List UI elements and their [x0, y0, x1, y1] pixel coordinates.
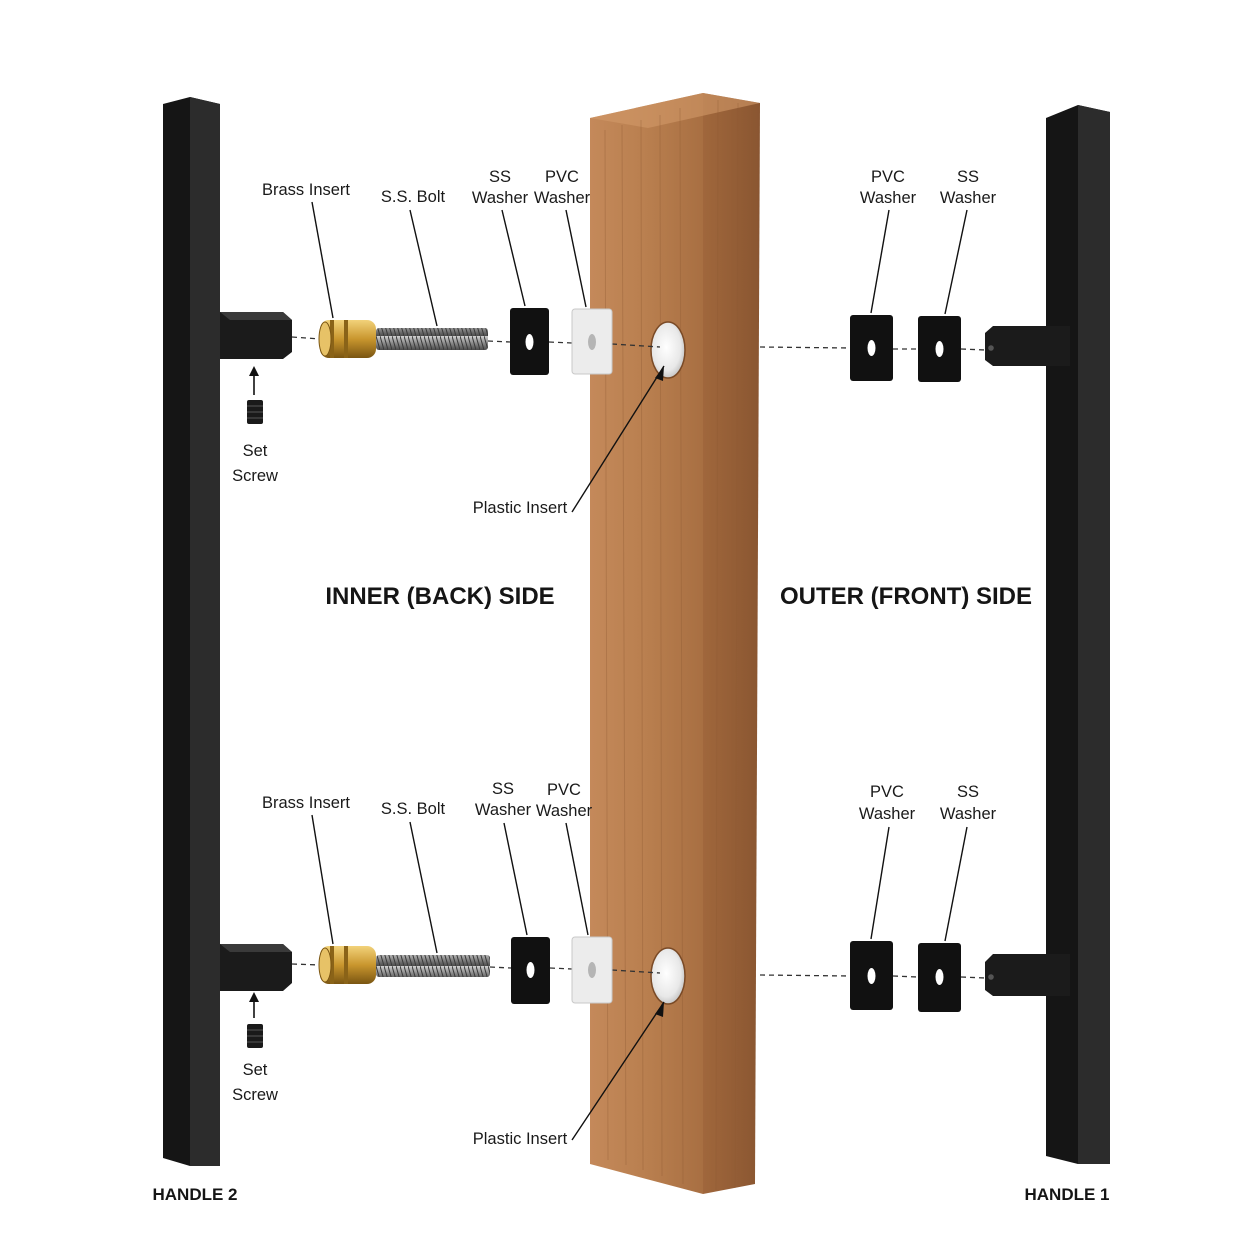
lower-outer-ss-washer-label-2: Washer [940, 805, 997, 823]
lower-handle-standoff [220, 944, 292, 991]
upper-inner-pvc-washer-hole [588, 334, 596, 350]
upper-outer-pvc-washer-label-2: Washer [860, 189, 917, 207]
handle-2-label: HANDLE 2 [152, 1185, 237, 1204]
upper-inner-pvc-washer-label-2: Washer [534, 189, 591, 207]
upper-handle-standoff [220, 312, 292, 359]
lower-set-screw-label-2: Screw [232, 1086, 278, 1104]
upper-brass-insert-label: Brass Insert [262, 181, 350, 199]
lower-inner-pvc-washer-label-1: PVC [547, 781, 581, 799]
upper-inner-pvc-washer-label-1: PVC [545, 168, 579, 186]
upper-inner-ss-washer-label-1: SS [489, 168, 511, 186]
upper-outer-standoff [985, 326, 1070, 366]
lower-set-screw [247, 992, 263, 1048]
upper-outer-ss-washer-label-1: SS [957, 168, 979, 186]
upper-labels: Brass Insert S.S. Bolt SS Washer PVC Was… [232, 168, 997, 517]
lower-inner-ss-washer-label-1: SS [492, 780, 514, 798]
lower-labels: Brass Insert S.S. Bolt SS Washer PVC Was… [232, 780, 997, 1148]
upper-set-screw [247, 366, 263, 424]
lower-brass-insert [318, 946, 376, 984]
lower-outer-pvc-washer-label-2: Washer [859, 805, 916, 823]
handle-1 [985, 105, 1110, 1164]
inner-side-title: INNER (BACK) SIDE [325, 583, 554, 610]
upper-bolt-label: S.S. Bolt [381, 188, 446, 206]
lower-inner-ss-washer-hole [526, 962, 535, 978]
lower-ss-bolt [376, 955, 490, 977]
outer-side-title: OUTER (FRONT) SIDE [780, 583, 1032, 610]
wood-door-top [590, 93, 760, 128]
upper-outer-pvc-washer-hole [867, 340, 876, 356]
lower-bolt-label: S.S. Bolt [381, 800, 446, 818]
upper-plastic-insert-label: Plastic Insert [473, 499, 568, 517]
lower-outer-pvc-washer-label-1: PVC [870, 783, 904, 801]
upper-ss-bolt [376, 328, 488, 350]
lower-outer-ss-washer-label-1: SS [957, 783, 979, 801]
upper-inner-ss-washer-label-2: Washer [472, 189, 529, 207]
lower-inner-pvc-washer-hole [588, 962, 596, 978]
upper-brass-insert [318, 320, 376, 358]
lower-brass-insert-label: Brass Insert [262, 794, 350, 812]
wood-door-edge [703, 93, 760, 1194]
upper-outer-ss-washer-label-2: Washer [940, 189, 997, 207]
lower-outer-standoff [985, 954, 1070, 996]
upper-plastic-insert [650, 321, 686, 379]
lower-inner-pvc-washer-label-2: Washer [536, 802, 593, 820]
upper-set-screw-label-1: Set [243, 442, 268, 460]
handle-2 [163, 97, 292, 1166]
lower-plastic-insert-label: Plastic Insert [473, 1130, 568, 1148]
upper-set-screw-label-2: Screw [232, 467, 278, 485]
upper-leader-lines [311, 201, 968, 513]
upper-outer-pvc-washer-label-1: PVC [871, 168, 905, 186]
lower-outer-pvc-washer-hole [867, 968, 876, 984]
lower-outer-ss-washer-hole [935, 969, 944, 985]
lower-inner-ss-washer-label-2: Washer [475, 801, 532, 819]
lower-set-screw-label-1: Set [243, 1061, 268, 1079]
wood-door-panel [590, 93, 760, 1194]
upper-outer-ss-washer-hole [935, 341, 944, 357]
handle-1-label: HANDLE 1 [1024, 1185, 1109, 1204]
upper-inner-ss-washer-hole [525, 334, 534, 350]
lower-leader-lines [311, 814, 968, 1141]
lower-plastic-insert [650, 947, 686, 1005]
assembly-axis-lines [291, 336, 986, 979]
